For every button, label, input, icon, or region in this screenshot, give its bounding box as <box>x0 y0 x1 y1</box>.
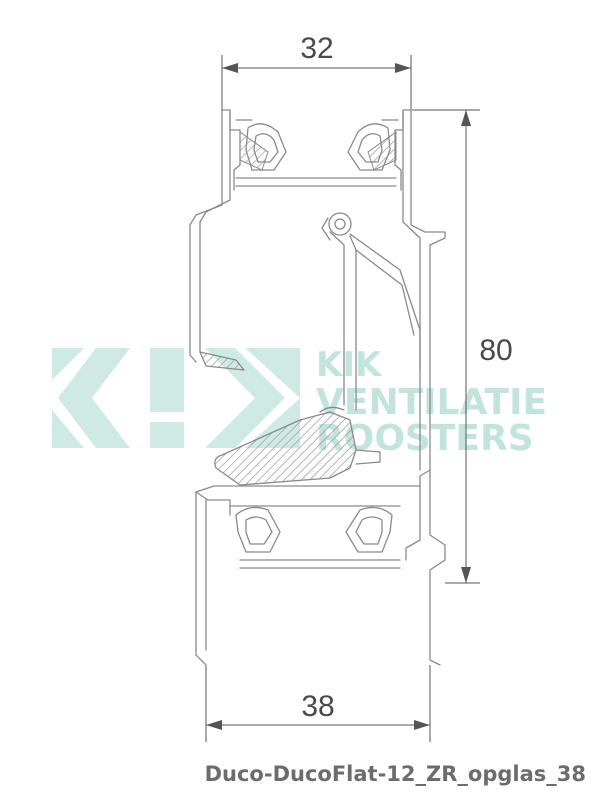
bottom-frame-right-wall <box>429 469 446 666</box>
top-frame-right-wall <box>410 109 446 471</box>
dimension-top-width-label: 32 <box>300 32 333 65</box>
watermark-line-2: VENTILATIE <box>316 382 547 423</box>
watermark-logo: KIK VENTILATIE ROOSTERS <box>52 345 547 459</box>
flap-hinge <box>328 212 352 236</box>
dimension-top-width <box>221 55 412 110</box>
drawing-caption: Duco-DucoFlat-12_ZR_opglas_38 <box>204 762 586 786</box>
top-gasket-left <box>245 123 287 171</box>
dimension-bottom-width <box>205 665 431 742</box>
dimension-bottom-width-label: 38 <box>301 690 334 723</box>
watermark-line-1: KIK <box>316 345 383 385</box>
bottom-gasket-left <box>235 506 281 553</box>
top-gasket-hatch <box>239 131 397 171</box>
watermark-chevron-icon <box>52 348 300 448</box>
dimension-height <box>412 109 480 584</box>
top-frame-left-wall <box>189 109 223 363</box>
dimension-height-label: 80 <box>479 334 512 367</box>
top-gasket-right <box>347 123 391 171</box>
profile-outline <box>189 109 446 666</box>
bottom-gasket-right <box>345 506 393 553</box>
drip-channel <box>214 411 357 486</box>
